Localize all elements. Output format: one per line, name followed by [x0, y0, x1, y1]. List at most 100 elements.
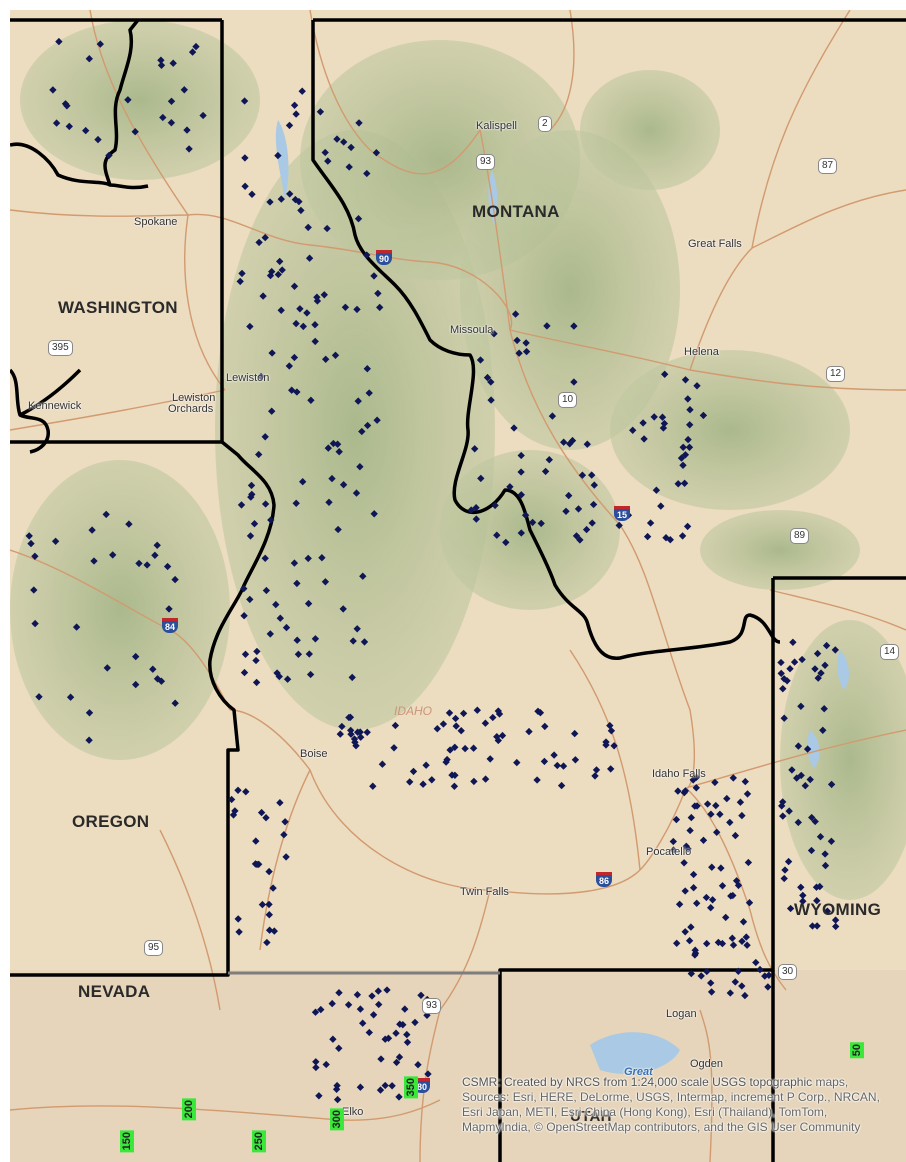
site-marker[interactable] — [340, 138, 348, 146]
site-marker[interactable] — [262, 814, 270, 822]
site-marker[interactable] — [334, 525, 342, 534]
site-marker[interactable] — [678, 532, 687, 540]
site-marker[interactable] — [545, 456, 553, 464]
site-marker[interactable] — [274, 151, 282, 160]
site-marker[interactable] — [325, 498, 333, 506]
site-marker[interactable] — [305, 650, 313, 658]
site-marker[interactable] — [109, 551, 117, 559]
site-marker[interactable] — [716, 810, 724, 818]
site-marker[interactable] — [356, 463, 364, 471]
site-marker[interactable] — [588, 519, 596, 527]
site-marker[interactable] — [299, 478, 307, 486]
site-marker[interactable] — [345, 713, 353, 722]
site-marker[interactable] — [734, 967, 742, 975]
site-marker[interactable] — [445, 709, 454, 717]
site-marker[interactable] — [401, 1005, 409, 1013]
site-marker[interactable] — [707, 810, 715, 818]
site-marker[interactable] — [157, 61, 166, 69]
site-marker[interactable] — [550, 751, 558, 759]
site-marker[interactable] — [590, 481, 598, 489]
site-marker[interactable] — [816, 833, 825, 841]
site-marker[interactable] — [708, 896, 717, 904]
site-marker[interactable] — [764, 983, 772, 991]
site-marker[interactable] — [708, 863, 716, 871]
site-marker[interactable] — [831, 646, 839, 654]
site-marker[interactable] — [315, 1092, 323, 1100]
site-marker[interactable] — [266, 630, 274, 638]
site-marker[interactable] — [332, 1085, 341, 1093]
site-marker[interactable] — [813, 897, 821, 905]
site-marker[interactable] — [471, 445, 479, 453]
site-marker[interactable] — [752, 958, 760, 967]
site-marker[interactable] — [522, 347, 531, 356]
site-marker[interactable] — [192, 42, 200, 51]
site-marker[interactable] — [234, 915, 242, 923]
site-marker[interactable] — [253, 860, 261, 869]
site-marker[interactable] — [517, 468, 525, 476]
site-marker[interactable] — [827, 837, 836, 845]
site-marker[interactable] — [693, 382, 701, 390]
site-marker[interactable] — [572, 532, 581, 540]
site-marker[interactable] — [525, 727, 533, 736]
site-marker[interactable] — [691, 951, 699, 959]
site-marker[interactable] — [744, 858, 753, 867]
site-marker[interactable] — [159, 113, 167, 122]
site-marker[interactable] — [353, 728, 362, 736]
site-marker[interactable] — [661, 370, 669, 378]
site-marker[interactable] — [662, 534, 670, 542]
site-marker[interactable] — [785, 807, 793, 815]
site-marker[interactable] — [640, 435, 648, 443]
site-marker[interactable] — [257, 372, 265, 381]
site-marker[interactable] — [272, 600, 280, 609]
site-marker[interactable] — [363, 728, 371, 736]
site-marker[interactable] — [296, 305, 304, 313]
site-marker[interactable] — [370, 510, 378, 518]
site-marker[interactable] — [811, 817, 819, 826]
site-marker[interactable] — [313, 293, 321, 301]
site-marker[interactable] — [439, 720, 448, 728]
site-marker[interactable] — [276, 614, 284, 622]
site-marker[interactable] — [265, 911, 273, 919]
site-marker[interactable] — [124, 96, 132, 104]
site-marker[interactable] — [368, 992, 376, 1000]
site-marker[interactable] — [679, 461, 687, 469]
site-marker[interactable] — [252, 678, 261, 687]
site-marker[interactable] — [686, 421, 694, 429]
site-marker[interactable] — [157, 56, 165, 64]
site-marker[interactable] — [811, 665, 819, 673]
site-marker[interactable] — [369, 1011, 378, 1019]
site-marker[interactable] — [652, 486, 661, 494]
site-marker[interactable] — [823, 907, 832, 915]
site-marker[interactable] — [276, 257, 284, 266]
site-marker[interactable] — [169, 59, 177, 67]
site-marker[interactable] — [674, 480, 682, 488]
site-marker[interactable] — [199, 111, 207, 120]
site-marker[interactable] — [446, 746, 454, 754]
site-marker[interactable] — [681, 787, 690, 795]
site-marker[interactable] — [27, 539, 35, 548]
site-marker[interactable] — [812, 883, 821, 891]
site-marker[interactable] — [167, 119, 176, 127]
site-marker[interactable] — [345, 163, 353, 171]
site-marker[interactable] — [374, 289, 382, 298]
site-marker[interactable] — [692, 784, 700, 792]
site-marker[interactable] — [672, 815, 681, 824]
site-marker[interactable] — [390, 744, 398, 752]
site-marker[interactable] — [103, 664, 111, 672]
site-marker[interactable] — [610, 742, 618, 750]
site-marker[interactable] — [686, 406, 694, 414]
site-marker[interactable] — [679, 443, 687, 451]
site-marker[interactable] — [486, 755, 494, 763]
site-marker[interactable] — [282, 623, 291, 632]
site-marker[interactable] — [419, 780, 427, 788]
site-marker[interactable] — [578, 471, 587, 479]
site-marker[interactable] — [383, 986, 391, 994]
site-marker[interactable] — [718, 939, 727, 948]
site-marker[interactable] — [281, 818, 289, 826]
site-marker[interactable] — [341, 303, 350, 311]
site-marker[interactable] — [311, 321, 319, 329]
site-marker[interactable] — [606, 721, 614, 730]
site-marker[interactable] — [691, 802, 699, 810]
site-marker[interactable] — [357, 733, 365, 741]
site-marker[interactable] — [165, 605, 173, 613]
